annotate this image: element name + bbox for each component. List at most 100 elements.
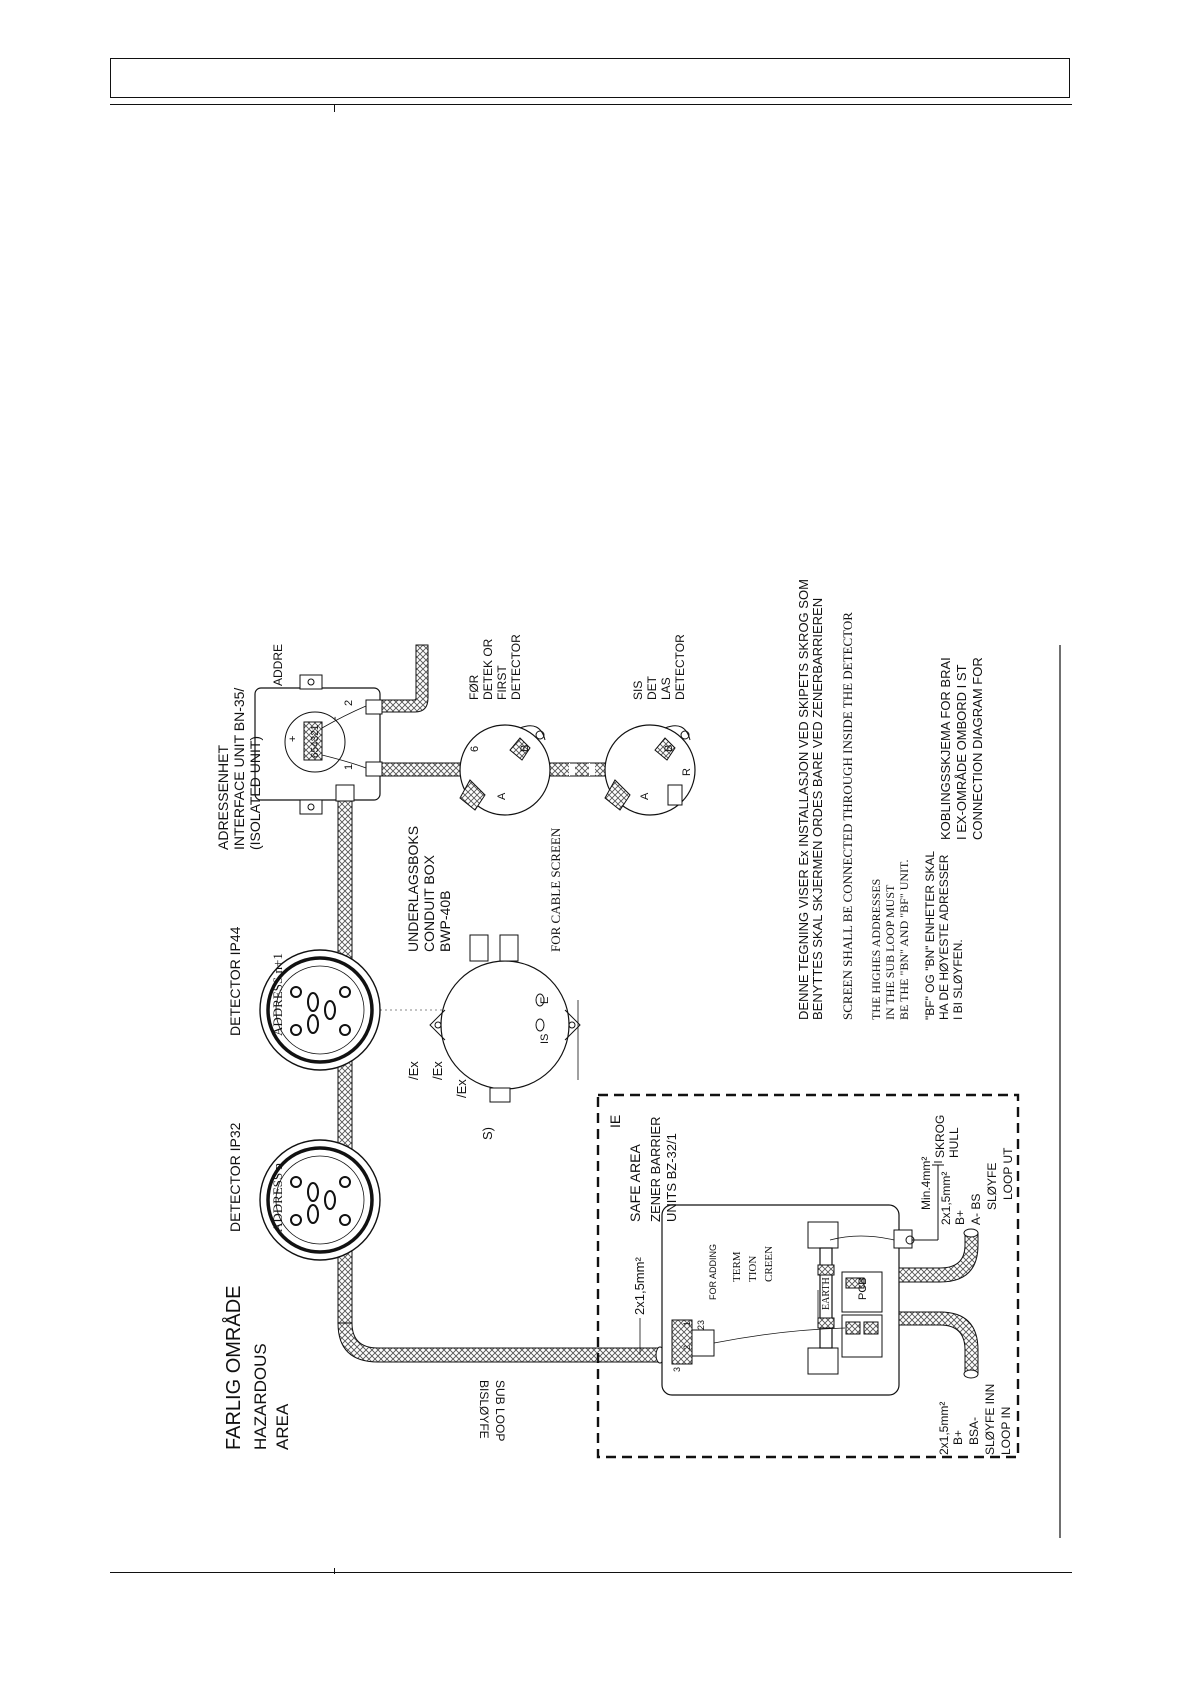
last-detector-graphic xyxy=(604,724,696,816)
detector-ip32-graphic xyxy=(259,1139,381,1261)
label-first-no1: FØR xyxy=(467,674,481,700)
title-block-frame xyxy=(110,58,1070,98)
label-skrog: SKROG xyxy=(933,1115,947,1158)
label-ex-3: /Ex xyxy=(454,1079,469,1098)
label-barrier-fragment: FOR ADDING xyxy=(708,1244,718,1300)
note-highest-3: BE THE "BN" AND "BF" UNIT. xyxy=(897,860,911,1021)
label-for-cable-screen: FOR CABLE SCREEN xyxy=(548,827,563,952)
conduit-box-graphic xyxy=(429,934,581,1103)
label-barrier-terminal-2: 2 xyxy=(682,1345,692,1350)
label-address-n: ADDRESS n xyxy=(270,1163,285,1232)
label-first-no2: DETEK OR xyxy=(481,638,495,700)
detector-ip44-graphic xyxy=(259,949,460,1071)
label-last-no2: DET xyxy=(645,675,659,700)
label-zener-barrier: ZENER BARRIER xyxy=(648,1117,663,1222)
cable-to-external xyxy=(379,644,624,777)
zener-barrier-enclosure xyxy=(661,1204,915,1396)
label-barrier-pcb: PCB xyxy=(857,1277,869,1300)
label-last-en1: LAS xyxy=(659,677,673,700)
note-screen-shall: SCREEN SHALL BE CONNECTED THROUGH INSIDE… xyxy=(840,612,855,1020)
note-connection-diagram: CONNECTION DIAGRAM FOR xyxy=(970,657,985,840)
note-bf-3: I BI SLØYFEN. xyxy=(951,939,965,1020)
label-cable-2x15-bottom: 2x1,5mm² xyxy=(937,1402,951,1455)
label-last-no1: SIS xyxy=(631,681,645,700)
label-hazardous-en2: AREA xyxy=(273,1403,292,1450)
note-koblingsskjema-2: I EX-OMRÅDE OMBORD I ST xyxy=(954,664,969,840)
label-safe-area-mark: IE xyxy=(607,1115,623,1128)
safe-area-boundary xyxy=(596,1093,1020,1459)
label-last-terminal-a: A xyxy=(639,792,651,800)
cable-loop-out xyxy=(898,1228,979,1283)
label-detector-ip32: DETECTOR IP32 xyxy=(227,1122,243,1232)
label-interface-isolated: (ISOLATED UNIT) xyxy=(247,736,263,850)
label-interface-no: ADRESSENHET xyxy=(215,745,231,850)
label-barrier-term: TERM xyxy=(731,1251,743,1282)
label-terminal-e: E xyxy=(539,997,551,1004)
label-cable-2x15-right: 2x1,5mm² xyxy=(939,1172,953,1225)
label-barrier-terminal-23: 23 xyxy=(696,1320,706,1330)
note-highest-1: THE HIGHES ADDRESSES xyxy=(869,879,883,1020)
interface-unit-box xyxy=(254,674,383,815)
note-koblingsskjema-1: KOBLINGSSKJEMA FOR BRAI xyxy=(938,657,953,840)
label-address-n1: ADDRESS n+1 xyxy=(270,953,285,1036)
label-sub-loop-no: BISLØYFE xyxy=(477,1380,491,1439)
label-barrier-earth: EARTH xyxy=(821,1277,832,1310)
label-barrier-tion: TION xyxy=(747,1256,759,1282)
label-ex-fragment: S) xyxy=(480,1127,495,1140)
header-tick xyxy=(334,104,335,112)
label-detector-ip44: DETECTOR IP44 xyxy=(227,926,243,1036)
label-conduit-model: BWP-40B xyxy=(437,891,453,952)
label-barrier-creen: CREEN xyxy=(763,1246,775,1282)
note-benyttes: BENYTTES SKAL SKJERMEN ORDES BARE VED ZE… xyxy=(810,598,825,1020)
label-cable-2x15-top: 2x1,5mm² xyxy=(632,1257,647,1315)
note-denne-tegning: DENNE TEGNING VISER Ex INSTALLASJON VED … xyxy=(796,579,811,1020)
label-bsa: BSA- xyxy=(967,1417,981,1445)
note-bf-1: "BF" OG "BN" ENHETER SKAL xyxy=(923,851,937,1020)
label-loop-in: LOOP IN xyxy=(999,1407,1013,1455)
label-sub-loop-en: SUB LOOP xyxy=(493,1380,507,1441)
label-conduit-no: UNDERLAGSBOKS xyxy=(405,826,421,952)
label-last-terminal-b: B xyxy=(663,745,675,752)
note-bf-2: HA DE HØYESTE ADRESSER xyxy=(937,854,951,1020)
label-detector-terminal-a: A xyxy=(496,792,508,800)
label-safe-area: SAFE AREA xyxy=(627,1144,643,1222)
ground-symbol xyxy=(912,1161,944,1241)
first-detector-graphic xyxy=(459,724,551,816)
label-hazardous-area: FARLIG OMRÅDE HAZARDOUS AREA xyxy=(222,1286,292,1450)
footer-rule xyxy=(110,1572,1072,1573)
header-rule xyxy=(110,104,1072,105)
label-last-terminal-r: R xyxy=(681,768,693,776)
note-highest-2: IN THE SUB LOOP MUST xyxy=(883,884,897,1020)
label-terminal-minus: - xyxy=(329,716,341,720)
label-hull: HULL xyxy=(947,1127,961,1158)
label-a-minus-bs: A- BS xyxy=(969,1194,983,1225)
label-barrier-terminal-3: 3 xyxy=(672,1367,682,1372)
label-hazardous-en: HAZARDOUS xyxy=(251,1343,270,1450)
label-sloyfe-inn: SLØYFE INN xyxy=(983,1384,997,1455)
label-b-plus-bottom: B+ xyxy=(951,1430,965,1445)
label-b-plus-right: B+ xyxy=(953,1210,967,1225)
label-sloyfe-ut: SLØYFE xyxy=(985,1163,999,1210)
label-first-en1: FIRST xyxy=(495,665,509,700)
label-min-4mm: Min.4mm² xyxy=(919,1157,933,1210)
label-conduit-en: CONDUIT BOX xyxy=(421,854,437,952)
label-zener-units: UNITS BZ-32/1 xyxy=(664,1133,679,1222)
label-last-en2: DETECTOR xyxy=(673,634,687,700)
label-terminal-is: IS xyxy=(539,1034,551,1044)
label-terminal-plus: + xyxy=(287,736,299,742)
cable-loop-in xyxy=(898,1311,979,1379)
label-terminal-strip: 654321 xyxy=(310,724,321,758)
label-ex-2: /Ex xyxy=(430,1061,445,1080)
label-hazardous-no: FARLIG OMRÅDE xyxy=(222,1286,245,1450)
label-barrier-terminal-1: 1 xyxy=(682,1321,692,1326)
label-terminal-2: 2 xyxy=(343,700,355,706)
footer-tick xyxy=(334,1568,335,1574)
label-first-en2: DETECTOR xyxy=(509,634,523,700)
label-ex-1: /Ex xyxy=(406,1061,421,1080)
label-detector-terminal-b: B xyxy=(519,745,531,752)
label-detector-terminal-6: 6 xyxy=(469,746,481,752)
label-interface-en: INTERFACE UNIT BN-35/ xyxy=(231,688,247,850)
label-loop-ut: LOOP UT xyxy=(1001,1147,1015,1200)
label-interface-addr: ADDRE xyxy=(271,644,285,686)
